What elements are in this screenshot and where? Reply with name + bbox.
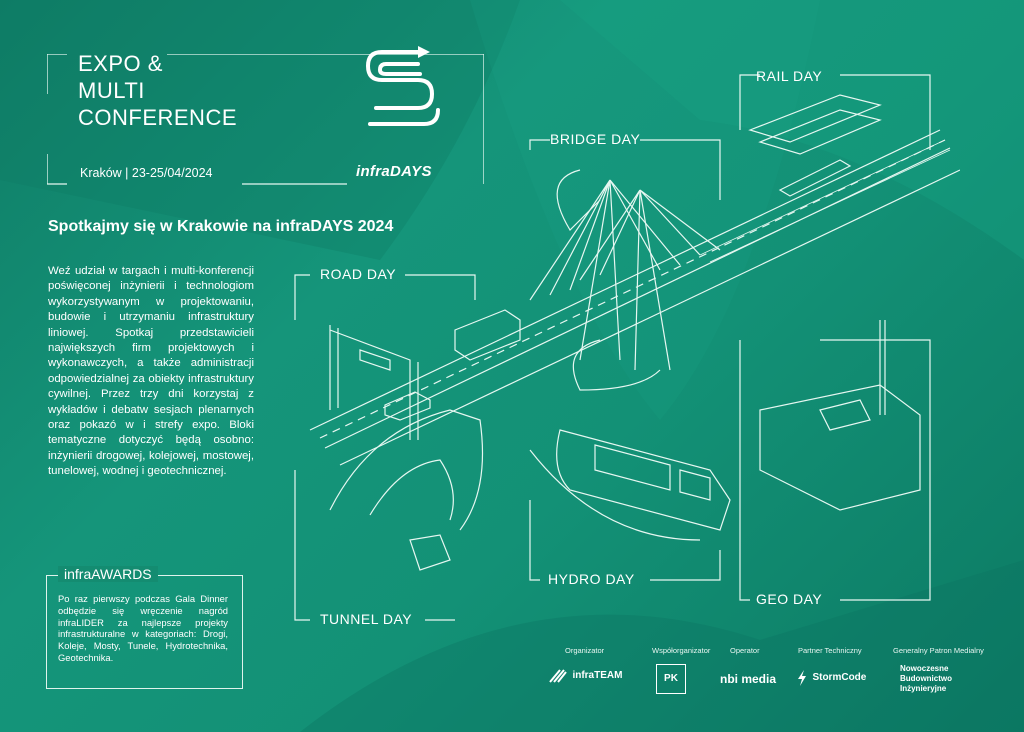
infrateam-logo-text: infraTEAM bbox=[572, 670, 623, 681]
partner-role-media: Generalny Patron Medialny bbox=[893, 646, 984, 655]
infrastructure-illustration bbox=[294, 74, 960, 621]
road-day-label: ROAD DAY bbox=[320, 266, 397, 282]
infradays-logo-text: infraDAYS bbox=[356, 163, 432, 180]
infrateam-logo-icon bbox=[549, 669, 567, 683]
rail-frame bbox=[739, 74, 931, 150]
nbi-magazine-logo: Nowoczesne Budownictwo Inżynieryjne bbox=[900, 664, 952, 693]
road-frame bbox=[294, 274, 476, 320]
stormcode-logo-text: StormCode bbox=[812, 672, 867, 683]
geo-frame bbox=[739, 339, 931, 601]
body-text: Weź udział w targach i multi-konferencji… bbox=[48, 265, 254, 478]
infrateam-logo: infraTEAM bbox=[548, 668, 622, 689]
partner-role-operator: Operator bbox=[730, 646, 760, 655]
partner-role-organizer: Organizator bbox=[565, 646, 605, 655]
stormcode-logo: StormCode bbox=[796, 670, 866, 691]
event-location-date: Kraków | 23-25/04/2024 bbox=[80, 166, 213, 180]
lightning-icon bbox=[798, 670, 806, 686]
event-title-line-2: MULTI bbox=[78, 78, 145, 103]
bridge-day-label: BRIDGE DAY bbox=[550, 131, 641, 147]
event-title: EXPO & MULTI CONFERENCE bbox=[78, 50, 237, 131]
awards-title: infraAWARDS bbox=[58, 566, 158, 582]
awards-text: Po raz pierwszy podczas Gala Dinner odbę… bbox=[58, 593, 228, 663]
event-title-line-3: CONFERENCE bbox=[78, 105, 238, 130]
bridge-frame bbox=[529, 139, 721, 200]
pk-logo-text: PK bbox=[664, 673, 678, 684]
infradays-logo-icon bbox=[365, 46, 440, 126]
nbi-media-logo: nbi media bbox=[720, 672, 777, 686]
pk-logo: PK bbox=[656, 664, 686, 694]
hydro-frame bbox=[529, 500, 721, 581]
partner-role-technical: Partner Techniczny bbox=[798, 646, 862, 655]
hydro-day-label: HYDRO DAY bbox=[548, 571, 635, 587]
partner-role-coorganizer: Współorganizator bbox=[652, 646, 711, 655]
rail-day-label: RAIL DAY bbox=[756, 68, 823, 84]
tunnel-day-label: TUNNEL DAY bbox=[320, 611, 413, 627]
headline: Spotkajmy się w Krakowie na infraDAYS 20… bbox=[48, 218, 394, 235]
geo-day-label: GEO DAY bbox=[756, 591, 823, 607]
tunnel-frame bbox=[294, 470, 455, 621]
event-title-line-1: EXPO & bbox=[78, 51, 163, 76]
